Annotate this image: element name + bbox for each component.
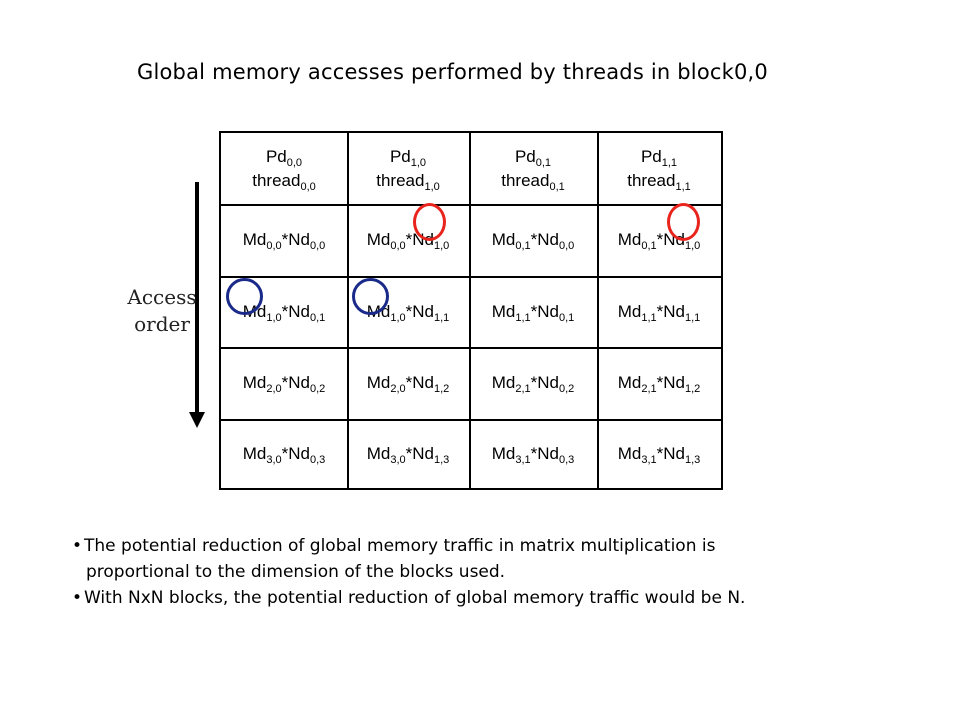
access-cell: Md0,0 * Nd0,0: [221, 204, 347, 276]
row-divider: [221, 276, 721, 278]
pd-label: Pd1,0: [389, 146, 427, 169]
thread-label: thread0,0: [252, 170, 316, 193]
pd-label: Pd1,1: [640, 146, 678, 169]
access-cell: Md0,0 * Nd1,0: [347, 204, 469, 276]
multiply-sign: *: [281, 230, 289, 249]
access-order-arrow: [195, 182, 199, 416]
access-cell: Md2,1 * Nd0,2: [469, 347, 597, 419]
access-cell: Md3,0 * Nd1,3: [347, 419, 469, 488]
access-cell: Md3,1 * Nd0,3: [469, 419, 597, 488]
nd-term: Nd1,3: [663, 443, 701, 466]
multiply-sign: *: [530, 230, 538, 249]
bullet-text: proportional to the dimension of the blo…: [86, 562, 506, 582]
bullet-dot: •: [72, 536, 83, 556]
multiply-sign: *: [281, 443, 289, 463]
md-term: Md3,1: [491, 443, 531, 466]
access-cell: Md1,1 * Nd0,1: [469, 276, 597, 347]
nd-term: Nd0,2: [537, 373, 575, 395]
access-cell: Md3,1 * Nd1,3: [597, 419, 721, 488]
md-term: Md3,1: [617, 443, 657, 466]
md-term: Md0,1: [617, 230, 657, 252]
bullet-dot: •: [72, 588, 83, 608]
md-term: Md0,1: [491, 230, 531, 252]
multiply-sign: *: [530, 301, 538, 321]
pd-label: Pd0,0: [265, 146, 303, 169]
bullet-list: •The potential reduction of global memor…: [72, 533, 745, 611]
thread-label: thread0,1: [501, 170, 565, 193]
multiply-sign: *: [656, 301, 664, 321]
nd-term: Nd0,3: [537, 443, 575, 466]
multiply-sign: *: [656, 443, 664, 463]
access-cell: Md3,0 * Nd0,3: [221, 419, 347, 488]
nd-term: Nd0,0: [288, 230, 326, 252]
bullet-line: proportional to the dimension of the blo…: [72, 559, 745, 585]
row-divider: [221, 204, 721, 206]
md-term: Md2,1: [617, 373, 657, 395]
bullet-line: •The potential reduction of global memor…: [72, 533, 745, 559]
multiply-sign: *: [281, 373, 289, 392]
bullet-text: The potential reduction of global memory…: [84, 536, 716, 556]
access-order-line-2: order: [134, 312, 190, 336]
multiply-sign: *: [405, 230, 413, 249]
access-cell: Md2,1 * Nd1,2: [597, 347, 721, 419]
nd-term: Nd0,3: [288, 443, 326, 466]
md-term: Md1,1: [491, 301, 531, 324]
md-term: Md2,1: [491, 373, 531, 395]
md-term: Md3,0: [242, 443, 282, 466]
md-term: Md3,0: [366, 443, 406, 466]
nd-term: Nd0,1: [537, 301, 575, 324]
column-divider: [469, 133, 471, 488]
multiply-sign: *: [281, 301, 289, 321]
nd-term: Nd0,0: [537, 230, 575, 252]
blue-highlight-circle: [226, 278, 263, 315]
multiply-sign: *: [530, 373, 538, 392]
slide-title: Global memory accesses performed by thre…: [137, 60, 768, 84]
nd-term: Nd1,3: [412, 443, 450, 466]
nd-term: Nd1,1: [412, 301, 450, 324]
access-order-arrowhead: [189, 412, 205, 428]
md-term: Md0,0: [242, 230, 282, 252]
access-order-label: Access order: [124, 284, 200, 338]
row-divider: [221, 347, 721, 349]
multiply-sign: *: [405, 373, 413, 392]
access-cell: Md2,0 * Nd1,2: [347, 347, 469, 419]
multiply-sign: *: [530, 443, 538, 463]
column-divider: [597, 133, 599, 488]
access-cell: Md0,1 * Nd1,0: [597, 204, 721, 276]
bullet-text: With NxN blocks, the potential reduction…: [84, 588, 746, 608]
nd-term: Nd1,2: [412, 373, 450, 395]
thread-label: thread1,1: [627, 170, 691, 193]
nd-term: Nd1,2: [663, 373, 701, 395]
red-highlight-circle: [667, 203, 700, 241]
bullet-line: •With NxN blocks, the potential reductio…: [72, 585, 745, 611]
row-divider: [221, 419, 721, 421]
md-term: Md2,0: [366, 373, 406, 395]
multiply-sign: *: [656, 230, 664, 249]
nd-term: Nd0,1: [288, 301, 326, 324]
md-term: Md0,0: [366, 230, 406, 252]
red-highlight-circle: [413, 203, 446, 241]
md-term: Md1,1: [617, 301, 657, 324]
access-cell: Md2,0 * Nd0,2: [221, 347, 347, 419]
nd-term: Nd1,1: [663, 301, 701, 324]
multiply-sign: *: [656, 373, 664, 392]
column-divider: [347, 133, 349, 488]
nd-term: Nd0,2: [288, 373, 326, 395]
thread-label: thread1,0: [376, 170, 440, 193]
access-order-line-1: Access: [127, 285, 197, 309]
multiply-sign: *: [405, 443, 413, 463]
md-term: Md2,0: [242, 373, 282, 395]
access-cell: Md0,1 * Nd0,0: [469, 204, 597, 276]
blue-highlight-circle: [352, 278, 389, 315]
multiply-sign: *: [405, 301, 413, 321]
access-cell: Md1,1 * Nd1,1: [597, 276, 721, 347]
pd-label: Pd0,1: [514, 146, 552, 169]
